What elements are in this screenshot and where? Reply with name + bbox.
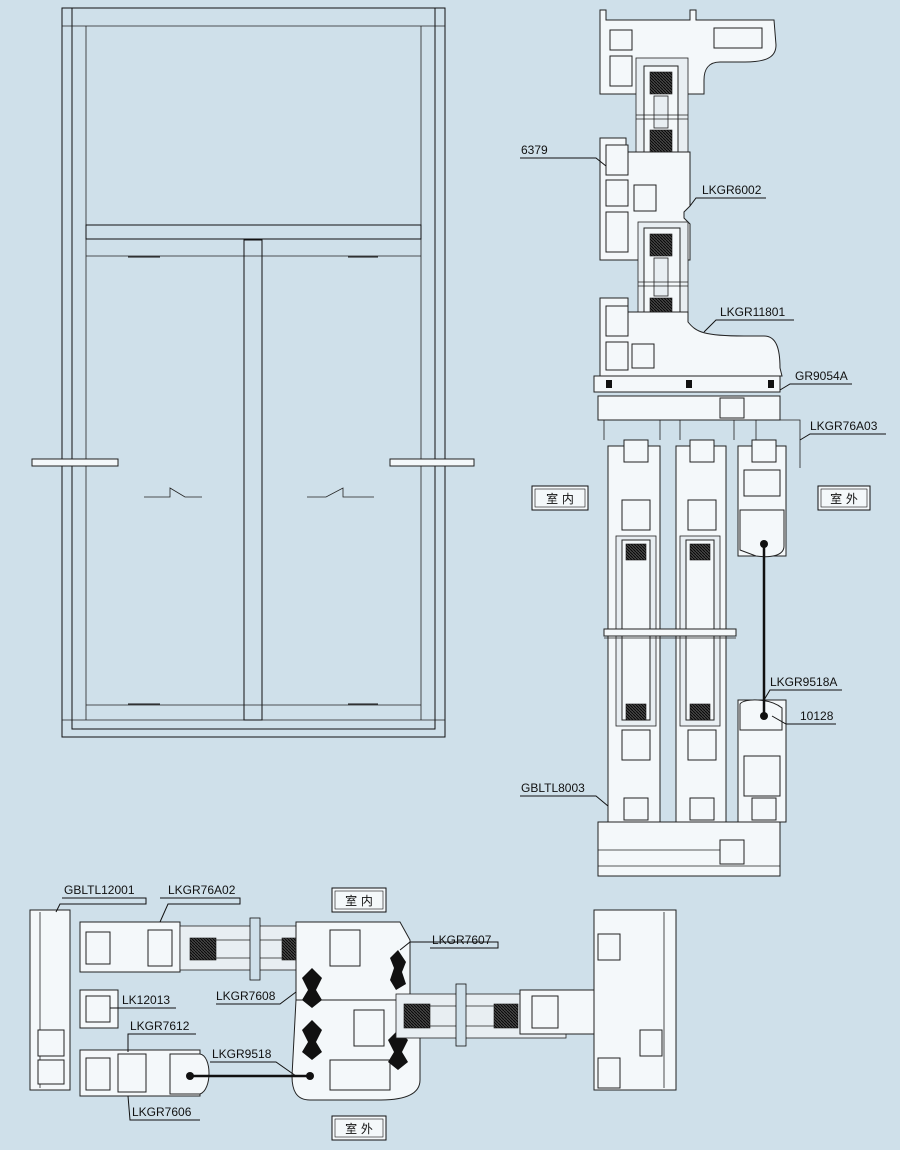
label-lkgr11801: LKGR11801: [720, 305, 785, 319]
sash-column-outer: [737, 439, 787, 823]
label-lkgr7612: LKGR7612: [130, 1019, 190, 1033]
label-gbltl12001: GBLTL12001: [64, 883, 135, 897]
tag-exterior-right: 室 外: [830, 491, 858, 506]
outer-frame: [61, 7, 446, 738]
label-lkgr6002: LKGR6002: [702, 183, 762, 197]
label-lkgr76a03: LKGR76A03: [810, 419, 878, 433]
sash-mullion: [243, 239, 263, 721]
transom: [85, 224, 422, 240]
label-10128: 10128: [800, 709, 834, 723]
vertical-section: [593, 9, 801, 877]
bottom-sill: [597, 821, 781, 877]
label-gr9054a: GR9054A: [795, 369, 848, 383]
window-elevation: [31, 7, 475, 738]
horizontal-section: [29, 909, 677, 1101]
label-lkgr9518: LKGR9518: [212, 1047, 272, 1061]
handle-left: [31, 458, 119, 467]
label-lkgr7606: LKGR7606: [132, 1105, 192, 1119]
label-6379: 6379: [521, 143, 548, 157]
label-gbltl8003: GBLTL8003: [521, 781, 585, 795]
opening-symbol-left: [144, 487, 202, 498]
label-lkgr9518a: LKGR9518A: [770, 675, 837, 689]
label-lkgr7607: LKGR7607: [432, 933, 492, 947]
handle-right: [389, 458, 475, 467]
tag-interior-right: 室 内: [546, 491, 574, 506]
label-lk12013: LK12013: [122, 993, 170, 1007]
side-tags: 室 内 室 外 室 内 室 外: [331, 485, 871, 1141]
tag-interior-bottom: 室 内: [345, 893, 373, 908]
top-track: [597, 395, 781, 421]
opening-symbol-right: [307, 487, 374, 498]
label-lkgr7608: LKGR7608: [216, 989, 276, 1003]
label-lkgr76a02: LKGR76A02: [168, 883, 236, 897]
tag-exterior-bottom: 室 外: [345, 1121, 373, 1136]
leader-lines: [55, 157, 886, 1121]
part-labels: 6379 LKGR6002 LKGR11801 GR9054A LKGR76A0…: [64, 143, 878, 1119]
